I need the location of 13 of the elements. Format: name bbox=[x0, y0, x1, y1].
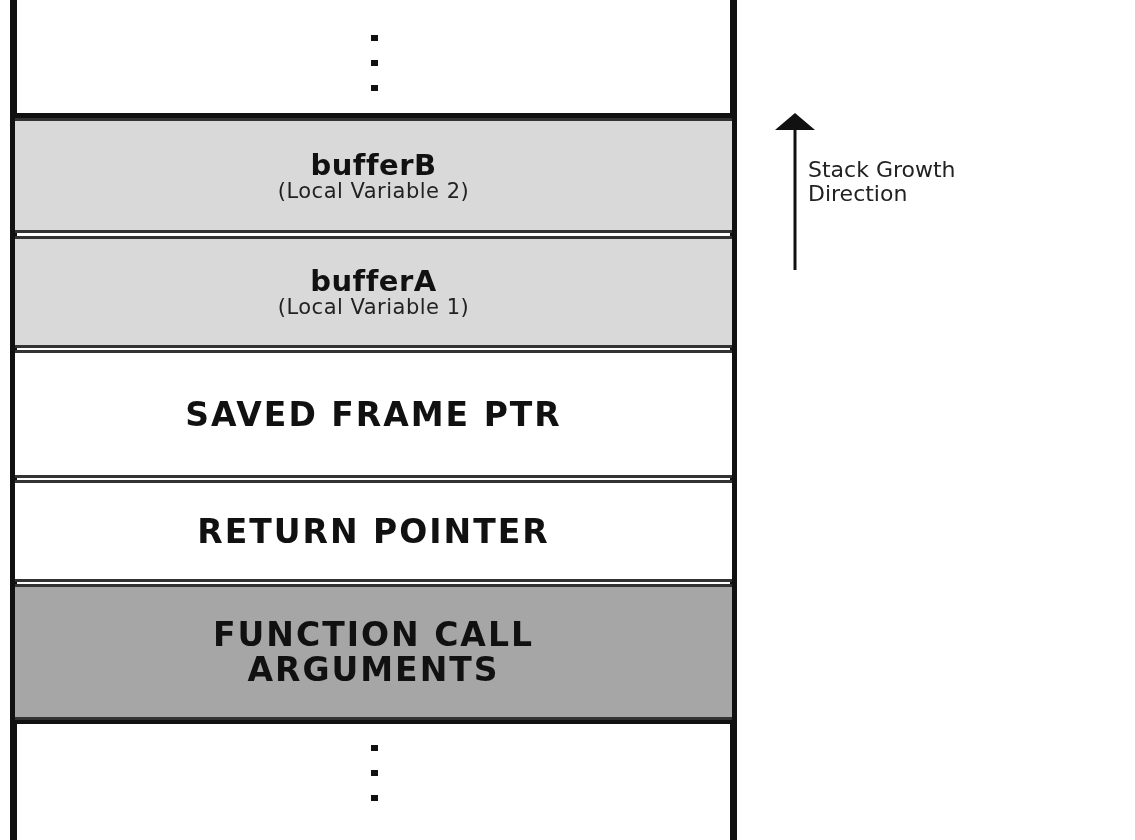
direction-label: Stack Growth Direction bbox=[808, 158, 957, 206]
stack-slot bbox=[15, 350, 732, 478]
slot-name: FUNCTION CALL ARGUMENTS bbox=[212, 617, 535, 687]
stack-slot bbox=[15, 118, 732, 233]
slot-name: bufferB bbox=[310, 149, 437, 180]
slot-name: bufferA bbox=[310, 266, 437, 296]
stack-slot bbox=[15, 236, 732, 348]
slot-name: RETURN POINTER bbox=[197, 513, 550, 549]
slot-description: (Local Variable 2) bbox=[277, 179, 470, 202]
stack-slot bbox=[15, 480, 732, 582]
slot-description: (Local Variable 1) bbox=[277, 296, 470, 318]
slot-name: SAVED FRAME PTR bbox=[185, 396, 562, 432]
stack-slot bbox=[15, 584, 732, 720]
